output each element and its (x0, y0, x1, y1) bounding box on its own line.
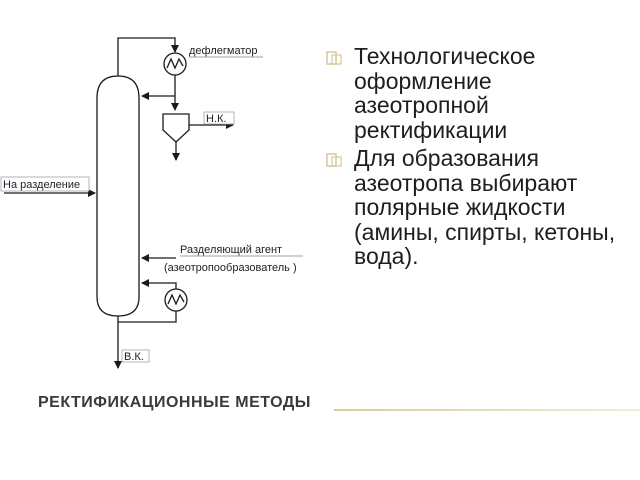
azeotropic-distillation-diagram: дефлегматор Н.К. На разделение Разделяющ… (0, 37, 303, 369)
reboiler-feed-line (117, 311, 177, 323)
distillate-label: Н.К. (206, 113, 226, 125)
heat-exchanger-icon (164, 288, 188, 312)
distillation-column (96, 75, 140, 317)
reboiler-return-line (141, 279, 177, 289)
bottoms-label: В.К. (124, 351, 144, 363)
title-divider (334, 409, 640, 411)
heat-exchanger-icon (163, 52, 187, 76)
bullet-text: Технологическое оформление азеотропной р… (354, 43, 536, 143)
feed-label-box (0, 176, 90, 192)
bullet-text: Для образования азеотропа выбирают поляр… (354, 145, 616, 269)
agent-label-line2: (азеотропообразователь ) (164, 262, 297, 274)
list-item: Технологическое оформление азеотропной р… (326, 44, 626, 142)
reflux-drum (162, 113, 190, 143)
distillate-label-box (203, 111, 235, 125)
slide-title: Ректификационные методы (38, 394, 311, 411)
bullet-list: Технологическое оформление азеотропной р… (326, 44, 626, 269)
agent-label-line1: Разделяющий агент (180, 244, 282, 256)
open-square-bullet-icon (326, 51, 342, 65)
bottoms-label-box (121, 349, 150, 363)
condenser-label: дефлегматор (189, 45, 257, 57)
open-square-bullet-icon (326, 153, 342, 167)
list-item: Для образования азеотропа выбирают поляр… (326, 146, 626, 269)
feed-label: На разделение (3, 179, 80, 191)
vapor-line (117, 37, 179, 76)
